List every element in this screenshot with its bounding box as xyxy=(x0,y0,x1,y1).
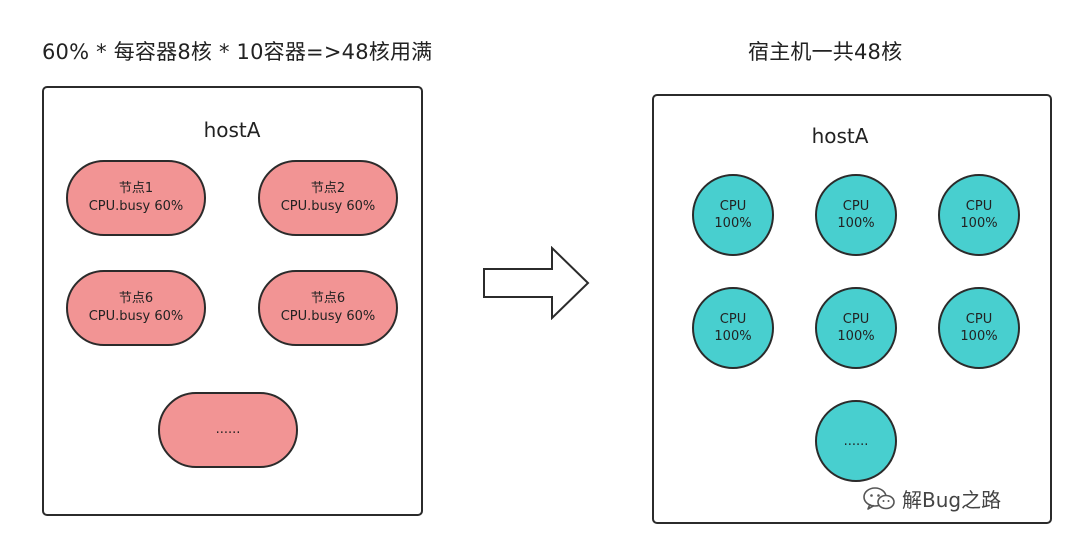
cpu-label: CPU xyxy=(719,199,747,214)
more-ellipsis: ...... xyxy=(215,422,241,437)
host-box-right: hostA CPU 100% CPU 100% CPU 100% CPU 100… xyxy=(652,94,1052,524)
cpu-label: CPU xyxy=(842,312,870,327)
cpu-core: CPU 100% xyxy=(938,287,1020,369)
node-name: 节点2 xyxy=(310,181,346,196)
cpu-label: CPU xyxy=(719,312,747,327)
cpu-value: 100% xyxy=(837,216,875,231)
container-node: 节点6 CPU.busy 60% xyxy=(66,270,206,346)
container-node: 节点2 CPU.busy 60% xyxy=(258,160,398,236)
watermark-text: 解Bug之路 xyxy=(902,488,1002,512)
host-label-left: hostA xyxy=(203,118,261,142)
more-ellipsis: ...... xyxy=(843,433,869,449)
cpu-core: CPU 100% xyxy=(815,287,897,369)
container-node: 节点1 CPU.busy 60% xyxy=(66,160,206,236)
cpu-label: CPU xyxy=(965,199,993,214)
node-name: 节点6 xyxy=(118,291,154,306)
node-usage: CPU.busy 60% xyxy=(88,199,184,214)
host-label-right: hostA xyxy=(811,124,869,148)
cpu-value: 100% xyxy=(960,329,998,344)
cpu-label: CPU xyxy=(965,312,993,327)
cpu-value: 100% xyxy=(837,329,875,344)
container-node: 节点6 CPU.busy 60% xyxy=(258,270,398,346)
node-usage: CPU.busy 60% xyxy=(280,309,376,324)
cpu-core: CPU 100% xyxy=(815,174,897,256)
right-caption: 宿主机一共48核 xyxy=(748,40,903,64)
watermark: 解Bug之路 xyxy=(862,484,1001,513)
cpu-value: 100% xyxy=(714,329,752,344)
right-arrow-icon xyxy=(483,246,590,320)
cpu-core: CPU 100% xyxy=(938,174,1020,256)
node-name: 节点6 xyxy=(310,291,346,306)
cpu-core: CPU 100% xyxy=(692,174,774,256)
node-usage: CPU.busy 60% xyxy=(88,309,184,324)
container-node-more: ...... xyxy=(158,392,298,468)
cpu-core: CPU 100% xyxy=(692,287,774,369)
node-usage: CPU.busy 60% xyxy=(280,199,376,214)
left-caption: 60% * 每容器8核 * 10容器=>48核用满 xyxy=(42,40,433,64)
wechat-icon xyxy=(863,486,895,510)
node-name: 节点1 xyxy=(118,181,154,196)
cpu-value: 100% xyxy=(960,216,998,231)
cpu-value: 100% xyxy=(714,216,752,231)
cpu-label: CPU xyxy=(842,199,870,214)
cpu-core-more: ...... xyxy=(815,400,897,482)
host-box-left: hostA 节点1 CPU.busy 60% 节点2 CPU.busy 60% … xyxy=(42,86,423,516)
